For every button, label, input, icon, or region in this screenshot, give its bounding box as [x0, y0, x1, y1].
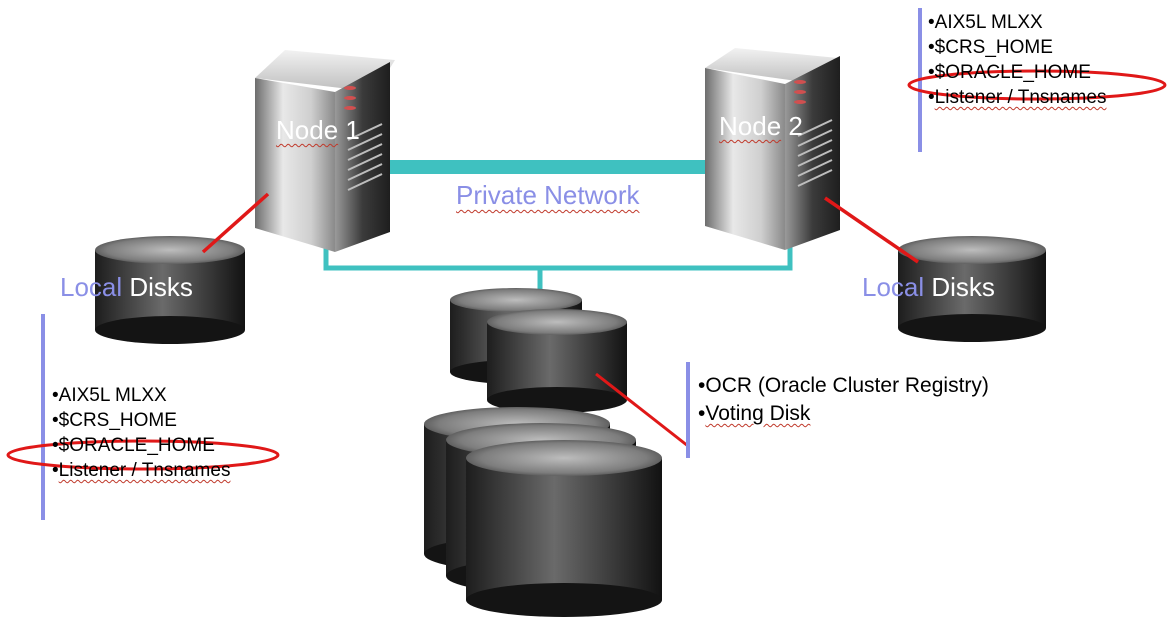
node-2-label-number: 2 [788, 111, 803, 141]
node-2-info-item: •$ORACLE_HOME [928, 62, 1091, 83]
private-network-label: Private Network [456, 180, 640, 210]
local-disks-right-part-a: Local [862, 272, 925, 302]
local-disks-left-part-b: Disks [122, 272, 193, 302]
node-2-info-item: •Listener / Tnsnames [928, 87, 1107, 108]
shared-storage-info-list: •OCR (Oracle Cluster Registry) •Voting D… [698, 372, 989, 428]
node-1-info-item: •Listener / Tnsnames [52, 460, 231, 481]
ocr-disk-cylinder [487, 309, 627, 413]
public-network-link [323, 230, 793, 271]
node-1-disk-link [201, 192, 270, 254]
local-disks-label-left: Local Disks [60, 272, 193, 303]
local-disk-left [95, 236, 245, 344]
local-disks-right-part-b: Disks [924, 272, 995, 302]
node-1-server [255, 50, 395, 252]
node-2-label: Node 2 [719, 111, 803, 142]
shared-info-item: •Voting Disk [698, 402, 811, 425]
node-1-info-item: •$ORACLE_HOME [52, 435, 215, 456]
oracle-home-highlight-node1 [6, 439, 280, 471]
private-network-link [388, 160, 720, 174]
local-disks-left-part-a: Local [60, 272, 123, 302]
node-2-info-item: •$CRS_HOME [928, 37, 1053, 58]
node-1-info-list: •AIX5L MLXX •$CRS_HOME •$ORACLE_HOME •Li… [52, 383, 230, 483]
ocr-pointer-line [595, 372, 689, 448]
shared-storage-disk-3 [466, 440, 662, 617]
node-2-disk-link [824, 196, 919, 264]
node-2-info-item: •AIX5L MLXX [928, 12, 1043, 33]
node-2-server [705, 48, 840, 250]
node-2-info-list: •AIX5L MLXX •$CRS_HOME •$ORACLE_HOME •Li… [928, 10, 1106, 110]
oracle-home-highlight-node2 [907, 69, 1167, 101]
node-1-info-item: •$CRS_HOME [52, 410, 177, 431]
shared-info-item: •OCR (Oracle Cluster Registry) [698, 374, 989, 397]
node-1-label: Node 1 [276, 115, 360, 146]
node-1-label-prefix: Node [276, 115, 339, 145]
node-2-label-prefix: Node [719, 111, 782, 141]
local-disks-label-right: Local Disks [862, 272, 995, 303]
node-1-label-number: 1 [345, 115, 360, 145]
node-1-info-item: •AIX5L MLXX [52, 385, 167, 406]
local-disk-right [898, 236, 1046, 342]
